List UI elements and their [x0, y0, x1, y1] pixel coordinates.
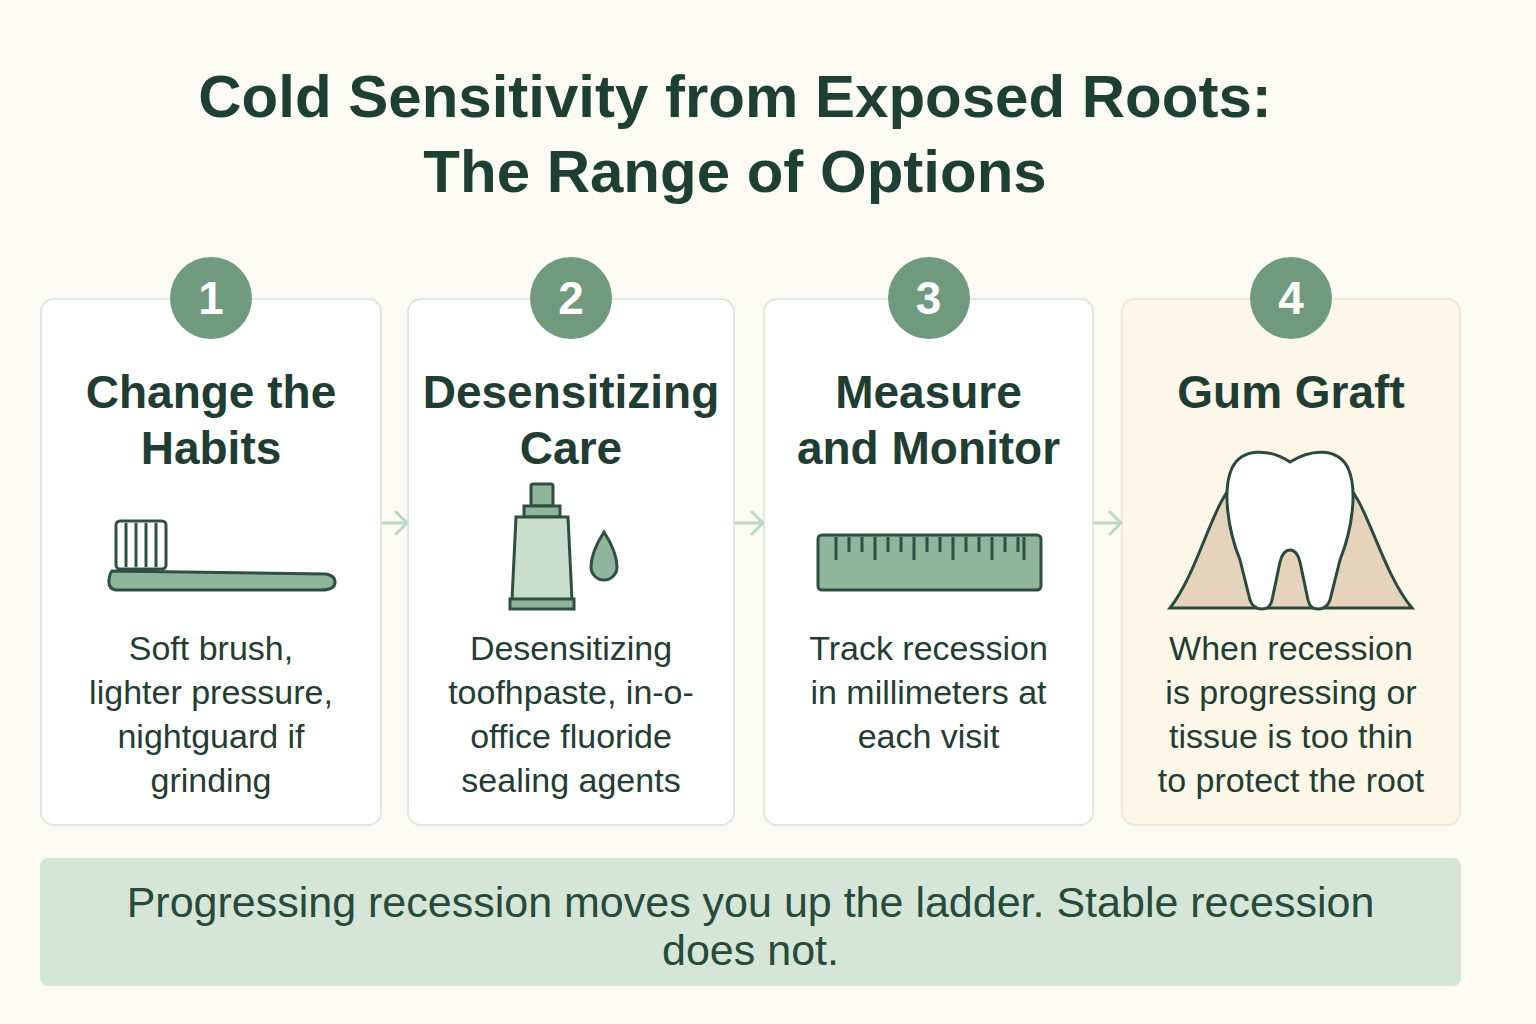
- drop-icon: [591, 532, 617, 580]
- toothbrush-bristles: [116, 521, 166, 569]
- tooth-icon: [1227, 452, 1353, 609]
- flow-connector: [735, 512, 763, 534]
- arrow-head: [396, 512, 407, 534]
- card-body: Track recession in millimeters at each v…: [804, 626, 1054, 758]
- flow-connector: [382, 512, 407, 534]
- step-number: 3: [887, 256, 971, 340]
- step-number: 4: [1249, 256, 1333, 340]
- step-card: Change the HabitsSoft brush, lighter pre…: [40, 298, 382, 826]
- circle-fill: [1250, 257, 1332, 339]
- card-heading: Gum Graft: [1141, 364, 1441, 420]
- band-text: Progressing recession moves you up the l…: [106, 858, 1396, 974]
- connector-line: [1094, 522, 1121, 525]
- connector-line: [382, 522, 407, 525]
- card-heading: Measure and Monitor: [794, 364, 1064, 476]
- circle-fill: [888, 257, 970, 339]
- step-number-circle: 4: [1249, 256, 1333, 340]
- toothbrush-handle: [109, 571, 335, 590]
- tube-neck: [524, 506, 560, 517]
- tube-crimp: [510, 599, 574, 609]
- circle-fill: [170, 257, 252, 339]
- step-number-circle: 2: [529, 256, 613, 340]
- step-number: 2: [529, 256, 613, 340]
- ruler-icon: [818, 535, 1041, 590]
- ruler-ticks: [836, 537, 1024, 560]
- step-card: Desensitizing CareDesensitizing toofhpas…: [407, 298, 735, 826]
- diagram-title: Cold Sensitivity from Exposed Roots: The…: [170, 59, 1300, 209]
- gum-tissue: [1170, 481, 1412, 608]
- step-card: Gum GraftWhen recession is progressing o…: [1121, 298, 1461, 826]
- tube-cap: [531, 484, 553, 506]
- card-body: Soft brush, lighter pressure, nightguard…: [84, 626, 339, 802]
- step-card: Measure and MonitorTrack recession in mi…: [763, 298, 1094, 826]
- step-number-circle: 1: [169, 256, 253, 340]
- card-body: Desensitizing toofhpaste, in-o- office f…: [436, 626, 706, 802]
- circle-fill: [530, 257, 612, 339]
- summary-band: Progressing recession moves you up the l…: [40, 858, 1461, 986]
- flow-connector: [1094, 512, 1121, 534]
- tube-body: [512, 517, 572, 600]
- card-body: When recession is progressing or tissue …: [1156, 626, 1426, 802]
- arrow-head: [752, 512, 763, 534]
- bristle-lines: [126, 523, 156, 567]
- card-heading: Desensitizing Care: [411, 364, 731, 476]
- arrow-head: [1110, 512, 1121, 534]
- step-number-circle: 3: [887, 256, 971, 340]
- connector-line: [735, 522, 763, 525]
- card-heading: Change the Habits: [66, 364, 356, 476]
- step-number: 1: [169, 256, 253, 340]
